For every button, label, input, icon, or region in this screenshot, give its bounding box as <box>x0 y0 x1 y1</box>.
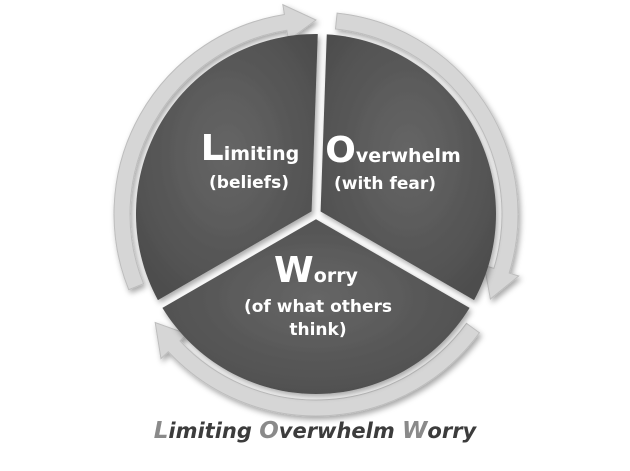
segment-sub-worry-line1: (of what others <box>244 297 392 317</box>
segment-word-worry: orry <box>314 265 359 287</box>
cycle-arrow-to-overwhelm <box>113 3 317 291</box>
segment-overwhelm <box>320 34 497 301</box>
caption: Limiting Overwhelm Worry <box>0 418 630 444</box>
cycle-arrow-to-limiting <box>154 321 481 417</box>
cycle-arrows <box>113 3 520 417</box>
segment-initial-overwhelm: O <box>325 130 356 171</box>
caption-word-limiting: imiting <box>168 419 252 443</box>
segment-label-limiting: Limiting (beliefs) <box>201 128 300 193</box>
segment-label-worry: Worry (of what others think) <box>244 250 392 340</box>
svg-text:Overwhelm: Overwhelm <box>325 130 461 171</box>
caption-initial-overwhelm: O <box>259 418 279 444</box>
segment-word-limiting: imiting <box>224 143 300 165</box>
segment-word-overwhelm: verwhelm <box>356 145 461 167</box>
caption-word-worry: orry <box>427 419 477 443</box>
segment-sub-overwhelm: (with fear) <box>334 174 436 194</box>
segment-initial-worry: W <box>274 250 314 291</box>
caption-word-overwhelm: verwhelm <box>278 419 395 443</box>
segment-limiting <box>136 33 318 301</box>
segment-label-overwhelm: Overwhelm (with fear) <box>325 130 461 194</box>
segment-sub-worry-line2: think) <box>289 320 346 340</box>
cycle-arrow-to-worry <box>334 12 520 300</box>
svg-text:Worry: Worry <box>274 250 359 291</box>
segment-initial-limiting: L <box>201 128 224 169</box>
cycle-segments <box>136 33 497 395</box>
caption-initial-worry: W <box>402 418 428 444</box>
segment-worry <box>162 219 470 395</box>
caption-initial-limiting: L <box>153 418 169 444</box>
svg-text:Limiting: Limiting <box>201 128 300 169</box>
segment-sub-limiting: (beliefs) <box>209 173 289 193</box>
